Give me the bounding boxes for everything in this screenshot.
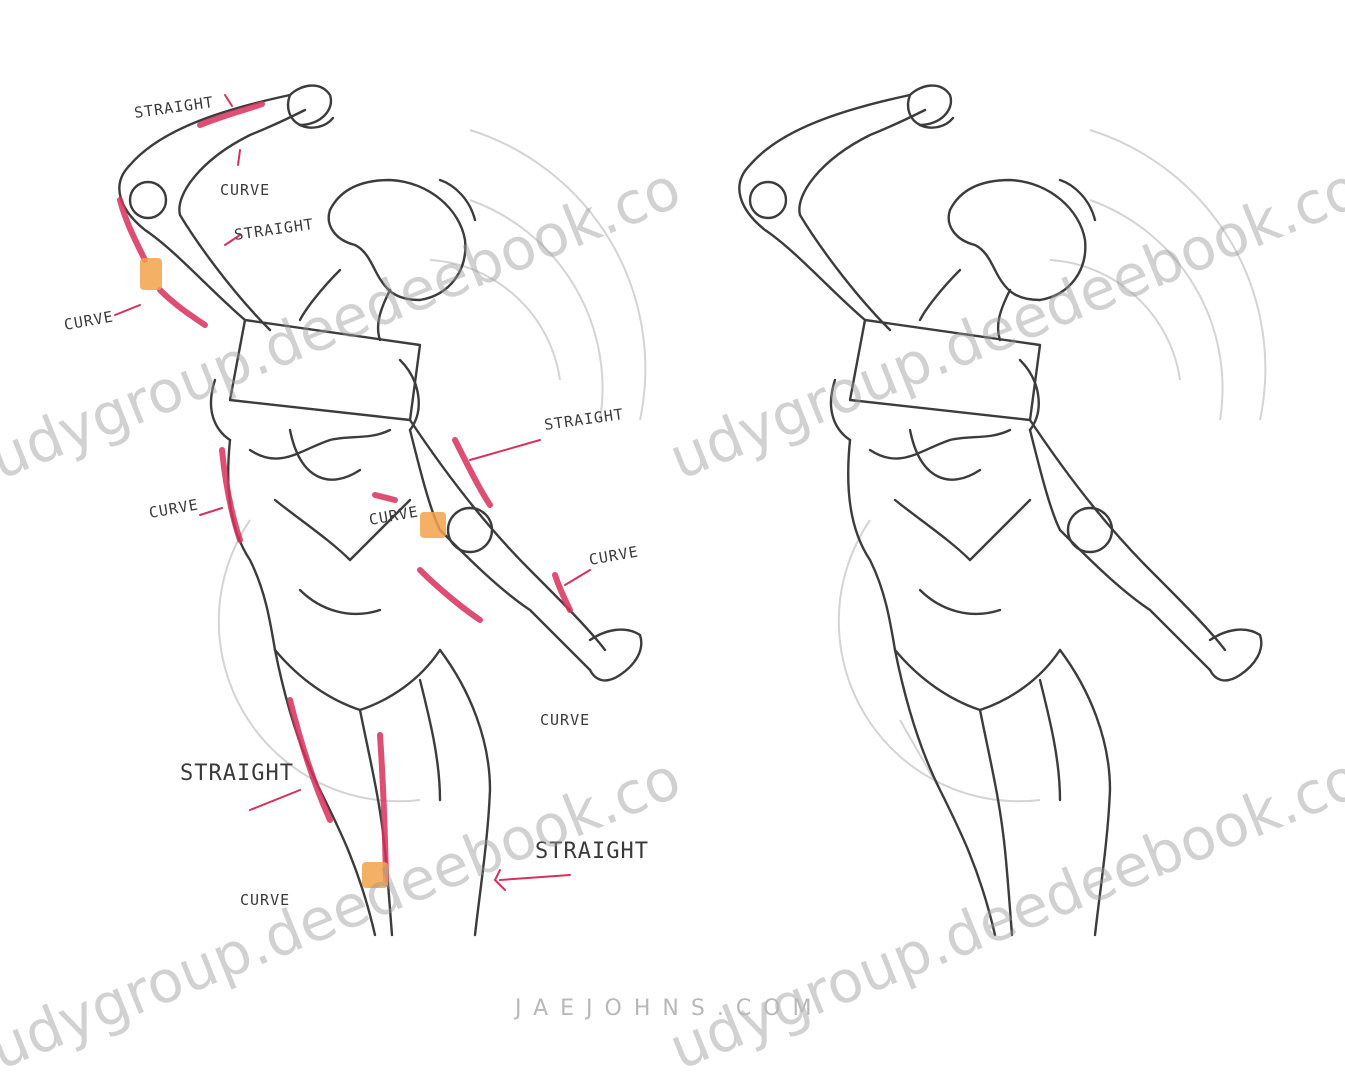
- annotation-straight-thigh: STRAIGHT: [180, 761, 294, 786]
- annotation-curve-forearm: CURVE: [220, 181, 270, 199]
- artist-credit: JAEJOHNS.COM: [513, 996, 823, 1021]
- annotation-curve-hand: CURVE: [540, 711, 590, 729]
